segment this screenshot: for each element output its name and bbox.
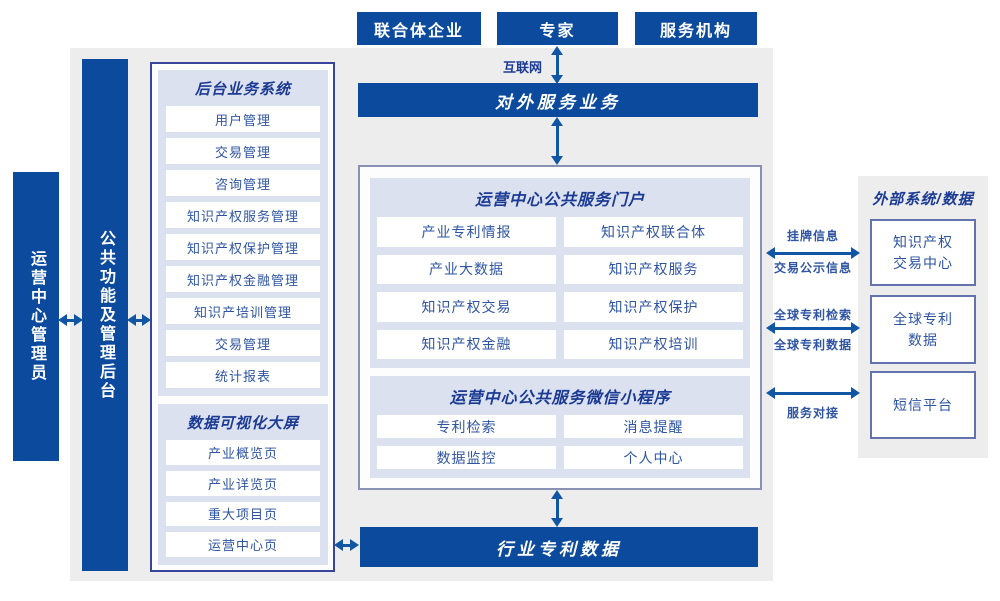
portal-item: 知识产权金融 (377, 329, 556, 359)
data-viz-items: 产业概览页 产业详览页 重大项目页 运营中心页 (158, 440, 328, 565)
portal-item: 产业大数据 (377, 254, 556, 284)
backend-item: 用户管理 (166, 106, 320, 132)
portal-item: 知识产权服务 (564, 254, 743, 284)
backend-item: 统计报表 (166, 362, 320, 388)
service-to-portal-arrow (551, 117, 563, 165)
data-viz-item: 重大项目页 (166, 501, 320, 527)
miniprogram-item: 数据监控 (377, 446, 556, 469)
actor-expert-box: 专家 (497, 12, 618, 45)
backend-item: 交易管理 (166, 138, 320, 164)
backend-item: 知识产权金融管理 (166, 266, 320, 292)
external-panel-title: 外部系统/数据 (872, 191, 974, 208)
link-label-service-connect: 服务对接 (786, 406, 839, 420)
data-viz-panel: 数据可视化大屏 产业概览页 产业详览页 重大项目页 运营中心页 (158, 404, 328, 565)
external-box-sms-platform: 短信平台 (870, 371, 976, 439)
link-label-trade-publicity: 交易公示信息 (773, 261, 852, 275)
backend-title: 后台业务系统 (194, 81, 291, 98)
link-label-listing-info: 挂牌信息 (786, 229, 839, 243)
backend-items: 用户管理 交易管理 咨询管理 知识产权服务管理 知识产权保护管理 知识产权金融管… (158, 106, 328, 396)
data-viz-item: 运营中心页 (166, 532, 320, 557)
miniprogram-title: 运营中心公共服务微信小程序 (449, 390, 671, 407)
link-label-patent-data: 全球专利数据 (773, 338, 852, 352)
data-viz-title: 数据可视化大屏 (186, 415, 299, 432)
miniprogram-item: 消息提醒 (564, 415, 743, 438)
portal-title: 运营中心公共服务门户 (474, 192, 645, 209)
global-patent-arrow (766, 322, 860, 334)
portal-item: 产业专利情报 (377, 217, 556, 247)
portal-panel: 运营中心公共服务门户 产业专利情报 知识产权联合体 产业大数据 知识产权服务 知… (370, 178, 750, 368)
portal-items: 产业专利情报 知识产权联合体 产业大数据 知识产权服务 知识产权交易 知识产权保… (370, 217, 750, 368)
actor-union-box: 联合体企业 (357, 12, 481, 45)
public-backend-bar: 公共功能及管理后台 (82, 59, 128, 571)
backend-item: 知识产权保护管理 (166, 234, 320, 260)
miniprogram-panel: 运营中心公共服务微信小程序 专利检索 消息提醒 数据监控 个人中心 (370, 376, 750, 478)
miniprogram-item: 个人中心 (564, 446, 743, 469)
viz-industry-arrow (334, 539, 359, 551)
external-service-bar: 对外服务业务 (358, 83, 758, 117)
data-viz-item: 产业详览页 (166, 470, 320, 496)
portal-item: 知识产权联合体 (564, 217, 743, 247)
center-industry-arrow (551, 490, 563, 527)
backend-item: 知识产权服务管理 (166, 202, 320, 228)
backend-item: 交易管理 (166, 330, 320, 356)
external-box-trade-center: 知识产权 交易中心 (870, 219, 976, 286)
actor-agency-box: 服务机构 (635, 12, 757, 45)
external-box-global-patent: 全球专利 数据 (870, 295, 976, 364)
industry-data-bar: 行业专利数据 (360, 527, 758, 567)
backend-item: 咨询管理 (166, 170, 320, 196)
data-viz-item: 产业概览页 (166, 440, 320, 465)
miniprogram-item: 专利检索 (377, 415, 556, 438)
trade-center-arrow (766, 247, 860, 259)
miniprogram-items: 专利检索 消息提醒 数据监控 个人中心 (370, 415, 750, 478)
backend-item: 知识产培训管理 (166, 298, 320, 324)
portal-item: 知识产权培训 (564, 329, 743, 359)
portal-item: 知识产权交易 (377, 292, 556, 322)
link-label-patent-search: 全球专利检索 (773, 308, 852, 322)
internet-label: 互联网 (502, 60, 542, 75)
admin-bar: 运营中心管理员 (13, 172, 59, 461)
backend-panel: 后台业务系统 用户管理 交易管理 咨询管理 知识产权服务管理 知识产权保护管理 … (158, 70, 328, 396)
admin-public-arrow (58, 314, 83, 326)
public-backend-box-arrow (127, 314, 151, 326)
sms-service-arrow (766, 387, 860, 399)
internet-arrow (551, 46, 563, 84)
portal-item: 知识产权保护 (564, 292, 743, 322)
